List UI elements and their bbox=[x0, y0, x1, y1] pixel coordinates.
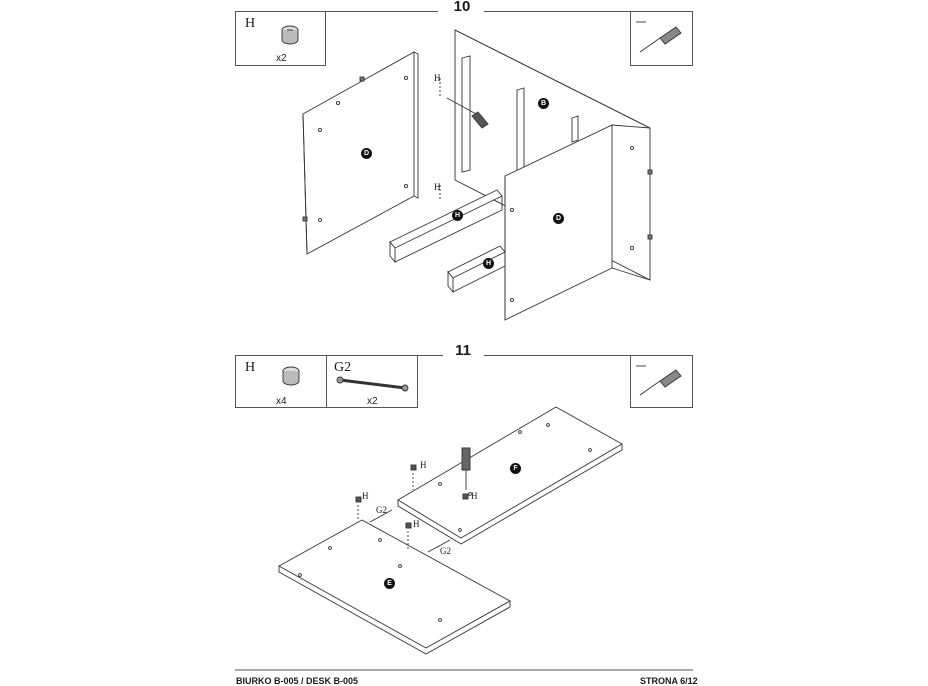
label-left-panel: D bbox=[361, 148, 372, 159]
dowel-g2-icon bbox=[336, 376, 409, 392]
cam-lock-icon bbox=[282, 366, 300, 386]
label-right-panel: D bbox=[553, 213, 564, 224]
step-10-number: 10 bbox=[453, 0, 471, 15]
footer-product: BIURKO B-005 / DESK B-005 bbox=[236, 676, 359, 686]
step-11-divider-right bbox=[484, 355, 693, 356]
callout-h: H bbox=[434, 73, 441, 83]
callout-g2: G2 bbox=[440, 546, 451, 556]
screwdriver-icon bbox=[636, 365, 682, 396]
rail-b bbox=[461, 55, 579, 173]
label-rail-h-top: H bbox=[452, 210, 463, 221]
label-bottom-panel: E bbox=[384, 578, 395, 589]
right-panel-d bbox=[504, 124, 653, 321]
step-10-divider-right bbox=[484, 11, 693, 12]
step-10-hardware-box: H x2 bbox=[235, 11, 326, 66]
hardware-letter: G2 bbox=[334, 360, 352, 375]
callout-h: H bbox=[362, 491, 369, 501]
step-11-number: 11 bbox=[455, 342, 471, 359]
top-panel-f bbox=[397, 406, 623, 545]
step-10-divider-left bbox=[235, 11, 438, 12]
hardware-quantity: x2 bbox=[367, 396, 378, 407]
callout-h: H bbox=[420, 460, 427, 470]
label-rail-b: B bbox=[538, 98, 549, 109]
left-panel-d bbox=[302, 51, 419, 255]
callout-h: H bbox=[434, 182, 441, 192]
bottom-panel-e bbox=[278, 519, 511, 655]
callout-h: H bbox=[471, 491, 478, 501]
hardware-quantity: x4 bbox=[276, 396, 287, 407]
callout-g2: G2 bbox=[376, 505, 387, 515]
hardware-letter: H bbox=[245, 16, 256, 31]
screwdriver-icon bbox=[636, 21, 682, 53]
rail-h-lower bbox=[447, 245, 506, 294]
hardware-letter: H bbox=[245, 360, 256, 375]
rail-h-upper bbox=[389, 189, 503, 264]
footer-page: STRONA 6/12 bbox=[640, 676, 698, 686]
cam-lock-icon bbox=[281, 25, 299, 45]
label-top-panel: F bbox=[510, 463, 521, 474]
hardware-quantity: x2 bbox=[276, 53, 287, 64]
label-rail-h-bottom: H bbox=[483, 258, 494, 269]
callout-h: H bbox=[413, 519, 420, 529]
